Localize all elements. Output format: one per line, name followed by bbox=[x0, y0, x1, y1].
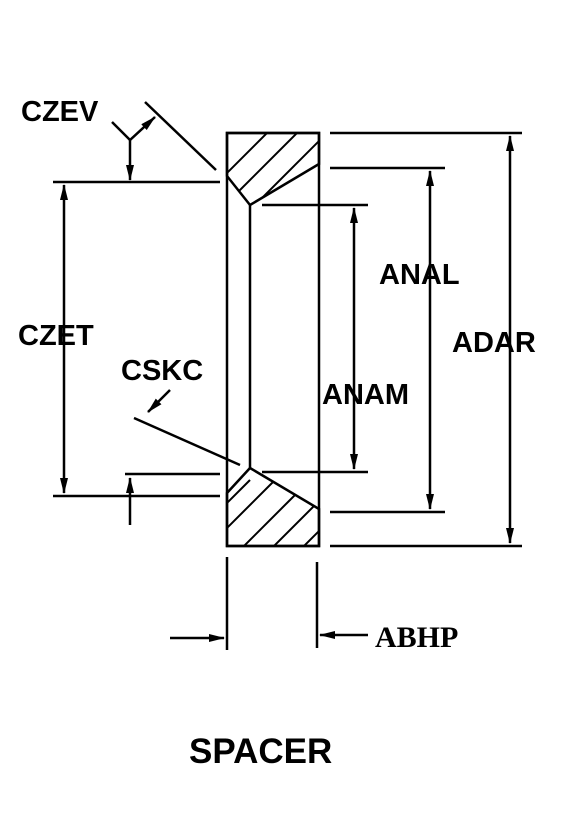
cskc-leader bbox=[147, 389, 171, 413]
label-anam: ANAM bbox=[322, 379, 409, 411]
label-cskc: CSKC bbox=[121, 355, 203, 387]
label-czet: CZET bbox=[18, 320, 94, 352]
spacer-section bbox=[225, 131, 321, 548]
bottom-hatch bbox=[227, 479, 319, 546]
dimension-arrows bbox=[60, 116, 514, 642]
label-abhp: ABHP bbox=[375, 621, 458, 654]
top-hatch bbox=[227, 133, 319, 205]
top-section-outline bbox=[225, 131, 321, 207]
label-adar: ADAR bbox=[452, 327, 536, 359]
bottom-section-outline bbox=[225, 466, 321, 548]
label-anal: ANAL bbox=[379, 259, 460, 291]
czev-leader bbox=[111, 116, 156, 142]
diagram-title: SPACER bbox=[189, 732, 332, 771]
label-czev: CZEV bbox=[21, 96, 99, 128]
extension-lines bbox=[53, 101, 522, 650]
